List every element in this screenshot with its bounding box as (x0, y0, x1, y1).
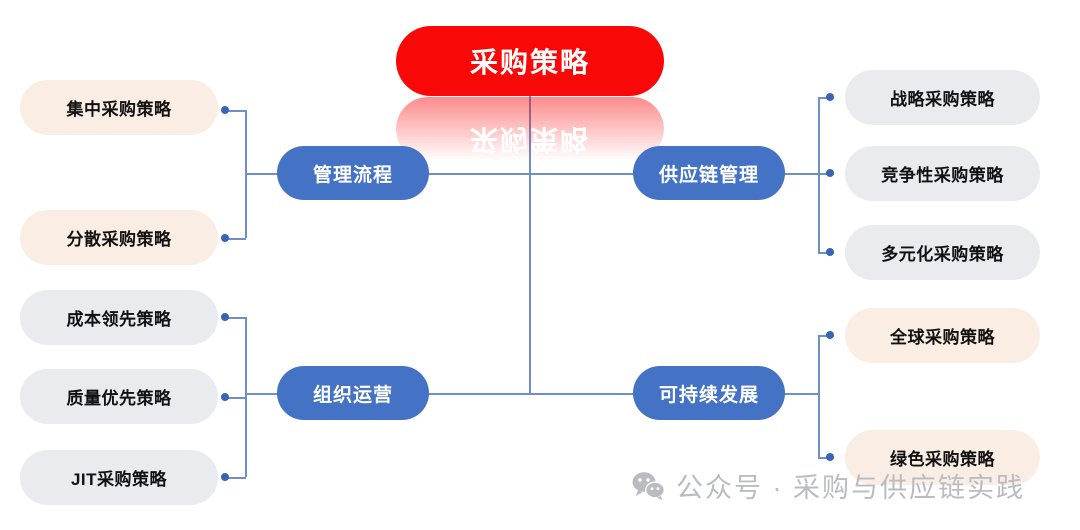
leaf-node-cost-leadership[interactable]: 成本领先策略 (20, 290, 218, 345)
leaf-node-green-procurement[interactable]: 绿色采购策略 (845, 430, 1040, 485)
bracket-left-bottom-stub-2 (228, 397, 246, 399)
trunk-vertical-line (529, 96, 531, 394)
leaf-node-jit-procurement[interactable]: JIT采购策略 (20, 450, 218, 505)
connector-dot (826, 93, 834, 101)
connector-dot (221, 106, 229, 114)
connector-dot (826, 169, 834, 177)
bracket-left-bottom-stub-1 (228, 317, 246, 319)
branch-node-organizational-operations[interactable]: 组织运营 (277, 366, 429, 420)
leaf-node-competitive-procurement[interactable]: 竞争性采购策略 (845, 146, 1040, 201)
branch-node-management-process[interactable]: 管理流程 (277, 146, 429, 200)
root-node-procurement-strategy[interactable]: 采购策略 (396, 26, 664, 96)
bracket-left-bottom-arm (245, 393, 281, 395)
branch-node-sustainable-development[interactable]: 可持续发展 (633, 366, 785, 420)
bracket-right-bottom-vertical (818, 335, 820, 457)
bracket-right-bottom-arm (782, 393, 818, 395)
bracket-right-top-arm (782, 173, 818, 175)
branch-node-supply-chain-management[interactable]: 供应链管理 (633, 146, 785, 200)
bracket-left-top-stub-1 (228, 110, 246, 112)
connector-dot (221, 473, 229, 481)
connector-dot (826, 331, 834, 339)
upper-spine-line (404, 173, 656, 175)
connector-dot (221, 234, 229, 242)
leaf-node-diversified-procurement[interactable]: 多元化采购策略 (845, 225, 1040, 280)
connector-dot (826, 248, 834, 256)
connector-dot (221, 313, 229, 321)
connector-dot (826, 453, 834, 461)
bracket-left-top-arm (245, 173, 281, 175)
bracket-left-bottom-stub-3 (228, 477, 246, 479)
leaf-node-decentralized-procurement[interactable]: 分散采购策略 (20, 210, 218, 265)
leaf-node-strategic-procurement[interactable]: 战略采购策略 (845, 70, 1040, 125)
bracket-left-top-stub-2 (228, 238, 246, 240)
leaf-node-global-procurement[interactable]: 全球采购策略 (845, 308, 1040, 363)
leaf-node-centralized-procurement[interactable]: 集中采购策略 (20, 80, 218, 135)
connector-dot (221, 393, 229, 401)
lower-spine-line (404, 393, 656, 395)
leaf-node-quality-first[interactable]: 质量优先策略 (20, 369, 218, 424)
wechat-icon (632, 471, 666, 501)
